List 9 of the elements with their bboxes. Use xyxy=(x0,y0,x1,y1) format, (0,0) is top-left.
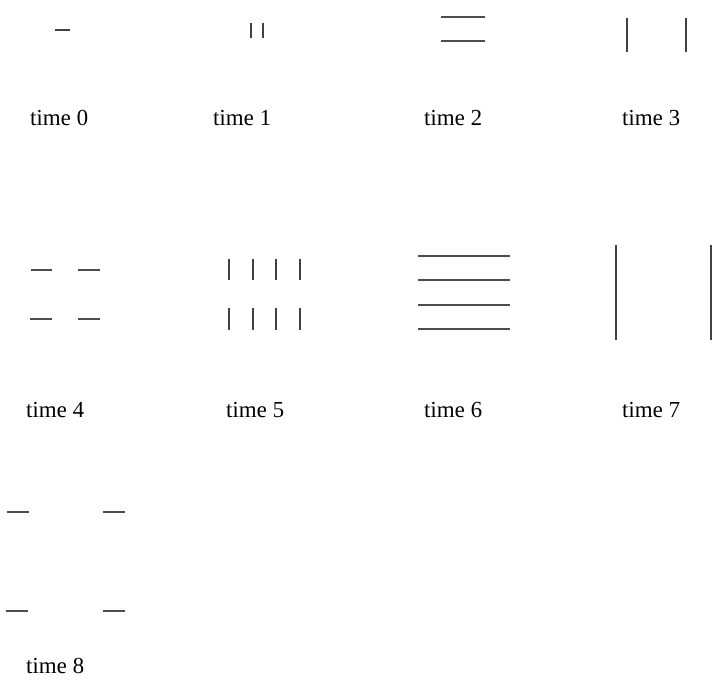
time-label: time 8 xyxy=(26,652,84,680)
time-label: time 0 xyxy=(30,104,88,132)
time-label: time 1 xyxy=(213,104,272,132)
time-label: time 5 xyxy=(226,396,284,424)
time-label: time 2 xyxy=(424,104,482,132)
time-label: time 3 xyxy=(622,104,680,132)
time-label: time 6 xyxy=(424,396,482,424)
time-label: time 7 xyxy=(622,396,680,424)
time-label: time 4 xyxy=(26,396,84,424)
